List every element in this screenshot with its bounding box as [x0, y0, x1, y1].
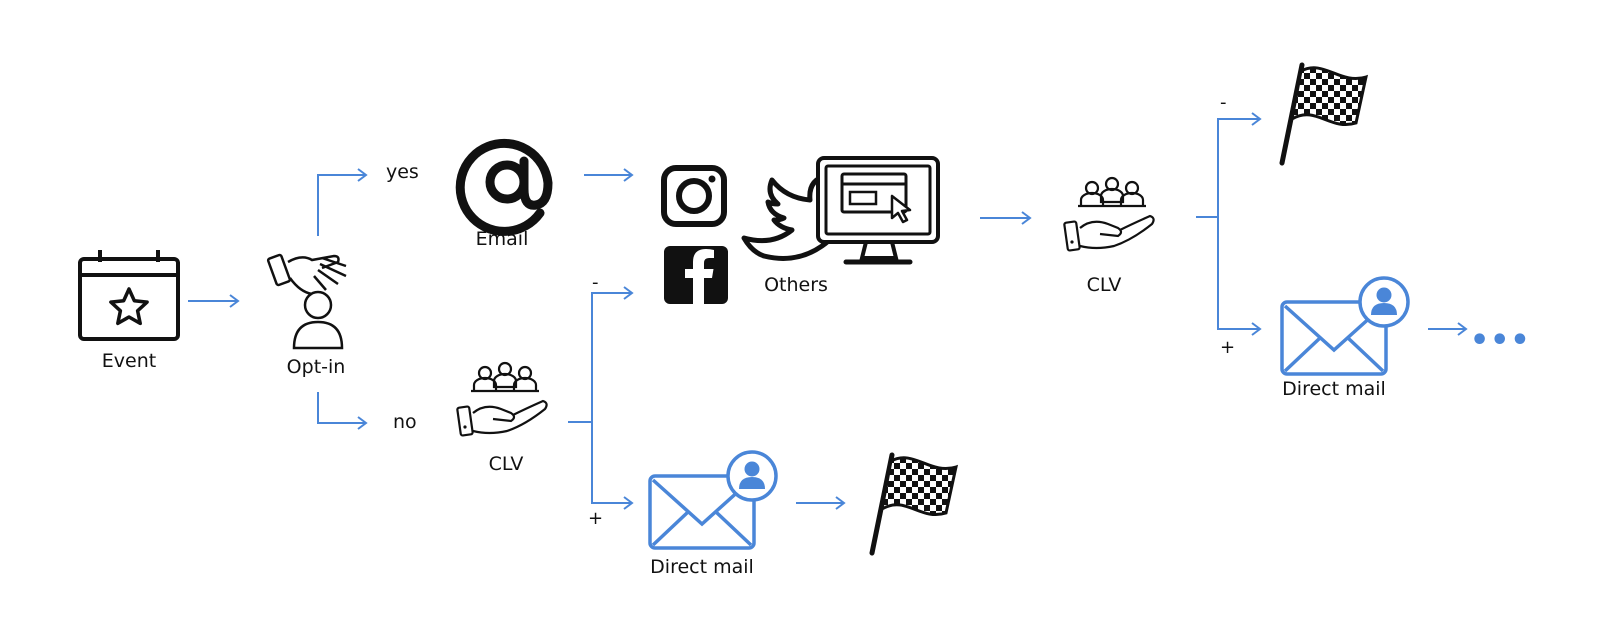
- people-in-hand-icon: [1063, 176, 1155, 252]
- arrow-directmail2-to-more: [1428, 322, 1468, 336]
- connector-clv2-branches: [1196, 112, 1262, 336]
- clv-label: CLV: [488, 453, 524, 475]
- optin-label: Opt-in: [286, 356, 346, 378]
- clv-label: CLV: [1086, 274, 1122, 296]
- event-label: Event: [101, 350, 157, 372]
- checkered-flag-icon: [872, 455, 956, 553]
- branch-plus-label: +: [588, 508, 604, 529]
- people-in-hand-icon: [456, 361, 548, 437]
- branch-yes-label: yes: [386, 161, 419, 183]
- monitor-click-icon: [816, 156, 940, 265]
- arrow-directmail1-to-flag: [796, 496, 846, 510]
- branch-no-label: no: [393, 411, 417, 433]
- envelope-user-icon: [648, 450, 778, 550]
- arrow-others-to-clv2: [980, 211, 1032, 225]
- email-label: Email: [475, 228, 529, 250]
- facebook-icon: [664, 246, 728, 304]
- arrow-email-to-social: [584, 168, 634, 182]
- connector-clv1-branches: [568, 286, 634, 510]
- others-label: Others: [764, 274, 828, 296]
- branch-minus-label: -: [1220, 92, 1227, 113]
- envelope-user-icon: [1280, 276, 1410, 376]
- branch-plus-label: +: [1220, 337, 1236, 358]
- instagram-icon: [661, 165, 727, 227]
- person-handshake-icon: [266, 253, 347, 350]
- connector-optin-yes: [317, 168, 368, 236]
- direct-mail-label: Direct mail: [1282, 378, 1386, 400]
- calendar-star-icon: [78, 250, 180, 341]
- arrow-event-to-optin: [188, 294, 240, 308]
- connector-optin-no: [317, 392, 368, 430]
- at-sign-icon: [455, 138, 553, 236]
- checkered-flag-icon: [1282, 65, 1366, 163]
- branch-minus-label: -: [592, 272, 599, 293]
- direct-mail-label: Direct mail: [650, 556, 754, 578]
- continuation-ellipsis: •••: [1470, 323, 1531, 358]
